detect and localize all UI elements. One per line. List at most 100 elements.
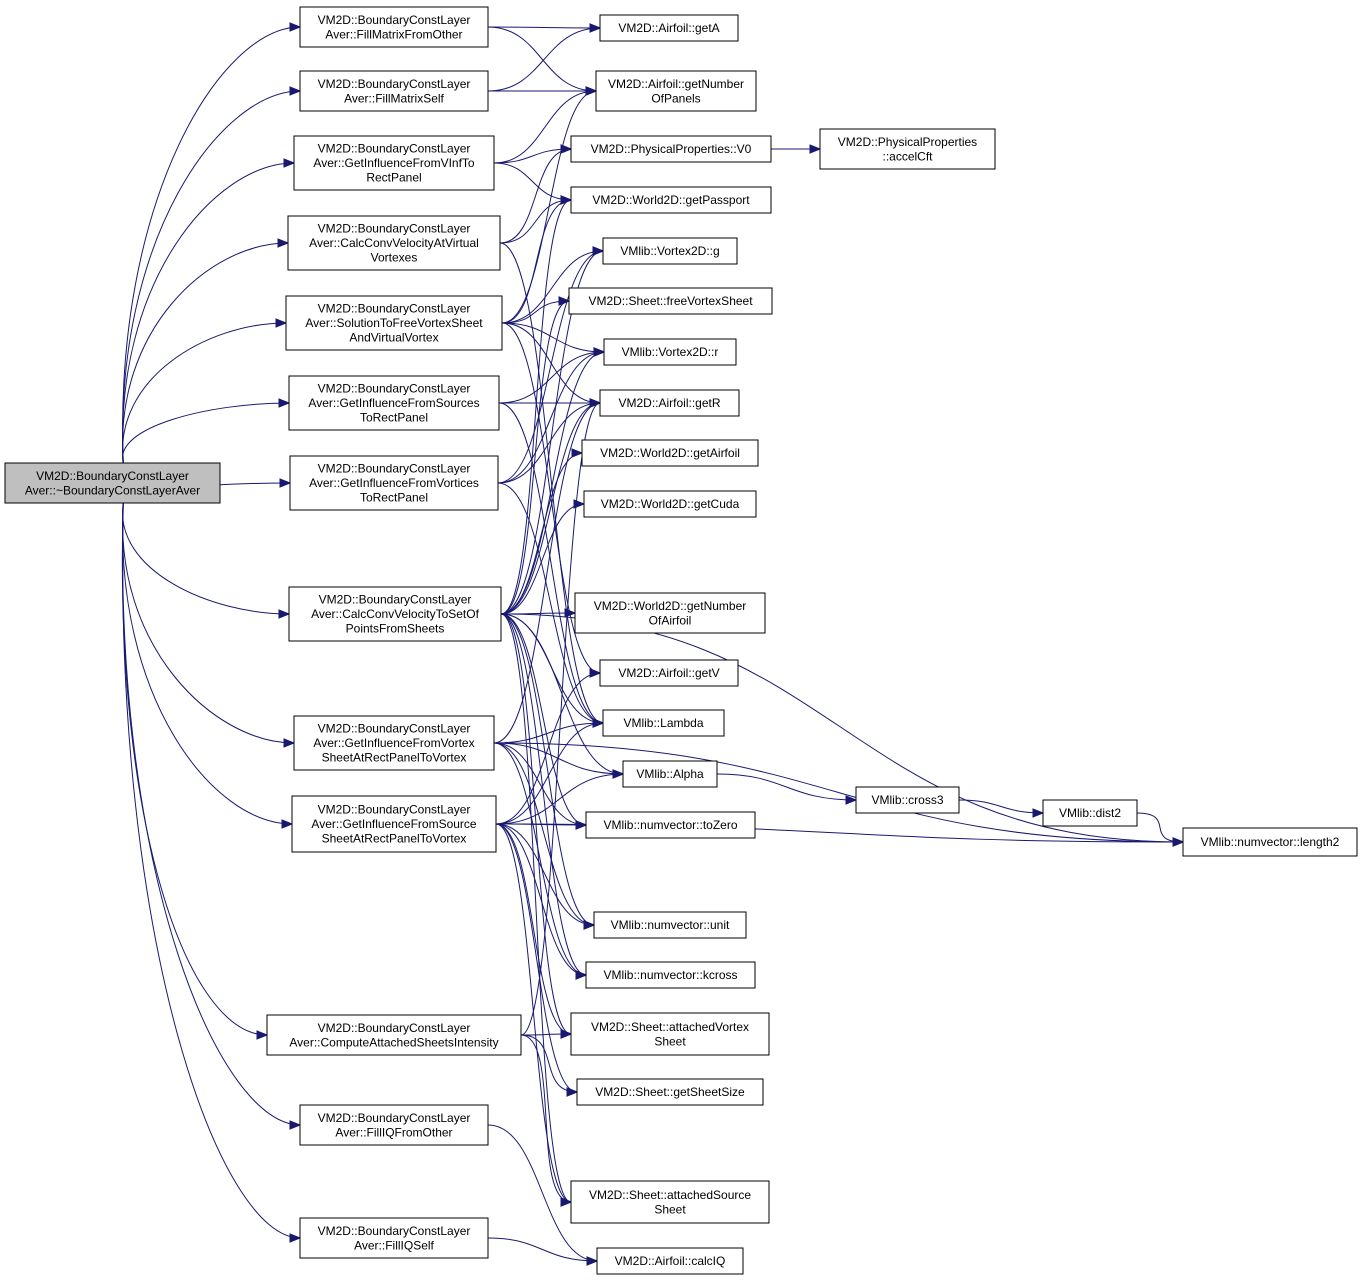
call-edge-getInfluenceFromVortexSheet-to-kcross <box>493 742 587 976</box>
node-box <box>266 1014 522 1056</box>
node-kcross[interactable]: VMlib::numvector::kcross <box>585 961 756 989</box>
call-edge-getInfluenceFromSources-to-lambda <box>498 402 604 724</box>
call-edge-getInfluenceFromVInfToRectPanel-to-airfoilGetNumberOfPanels <box>493 90 597 164</box>
node-box <box>570 135 772 163</box>
node-fillMatrixSelf[interactable]: VM2D::BoundaryConstLayerAver::FillMatrix… <box>299 70 489 112</box>
node-airfoilGetR[interactable]: VM2D::Airfoil::getR <box>599 389 740 417</box>
node-calcConvVelocityToSetOfPoints[interactable]: VM2D::BoundaryConstLayerAver::CalcConvVe… <box>288 586 502 642</box>
call-edge-cross3-to-dist2 <box>958 799 1044 814</box>
arrowhead-icon <box>1172 837 1185 847</box>
node-label-line: VM2D::World2D::getPassport <box>592 193 750 207</box>
arrowhead-icon <box>283 738 296 748</box>
node-box <box>574 592 766 634</box>
node-box <box>285 295 503 351</box>
node-label-line: VM2D::PhysicalProperties::V0 <box>591 142 752 156</box>
node-getInfluenceFromVortexSheet[interactable]: VM2D::BoundaryConstLayerAver::GetInfluen… <box>293 715 495 771</box>
node-worldGetCuda[interactable]: VM2D::World2D::getCuda <box>583 490 757 518</box>
node-airfoilGetA[interactable]: VM2D::Airfoil::getA <box>599 14 739 42</box>
node-label-line: VM2D::Sheet::getSheetSize <box>595 1085 745 1099</box>
node-toZero[interactable]: VMlib::numvector::toZero <box>585 811 756 839</box>
arrowhead-icon <box>560 144 573 154</box>
node-cross3[interactable]: VMlib::cross3 <box>855 786 960 814</box>
node-box <box>599 389 740 417</box>
call-edge-getInfluenceFromVortices-to-lambda <box>497 482 604 724</box>
arrowhead-icon <box>283 158 296 168</box>
node-label-line: VM2D::BoundaryConstLayer <box>318 382 471 396</box>
node-label-line: RectPanel <box>366 171 421 185</box>
node-dist2[interactable]: VMlib::dist2 <box>1042 799 1138 827</box>
node-computeAttachedSheetsIntensity[interactable]: VM2D::BoundaryConstLayerAver::ComputeAtt… <box>266 1014 522 1056</box>
node-label-line: VM2D::Airfoil::getA <box>618 21 719 35</box>
node-lambda[interactable]: VMlib::Lambda <box>602 709 725 737</box>
node-box <box>293 715 495 771</box>
node-box <box>289 455 499 511</box>
node-calcIQ[interactable]: VM2D::Airfoil::calcIQ <box>596 1247 744 1275</box>
node-label-line: VM2D::World2D::getCuda <box>601 497 740 511</box>
node-label-line: VMlib::Vortex2D::g <box>620 244 719 258</box>
node-label-line: VM2D::BoundaryConstLayer <box>318 13 471 27</box>
call-edge-fillIQFromOther-to-calcIQ <box>487 1124 598 1262</box>
arrowhead-icon <box>575 970 588 980</box>
node-vortexR[interactable]: VMlib::Vortex2D::r <box>603 338 737 366</box>
node-label-line: VM2D::BoundaryConstLayer <box>318 722 471 736</box>
node-root[interactable]: VM2D::BoundaryConstLayerAver::~BoundaryC… <box>4 462 221 504</box>
node-sheetFreeVortexSheet[interactable]: VM2D::Sheet::freeVortexSheet <box>568 287 773 315</box>
arrowhead-icon <box>278 398 291 408</box>
node-getInfluenceFromVInfToRectPanel[interactable]: VM2D::BoundaryConstLayerAver::GetInfluen… <box>293 135 495 191</box>
node-fillIQSelf[interactable]: VM2D::BoundaryConstLayerAver::FillIQSelf <box>299 1217 489 1259</box>
node-worldGetPassport[interactable]: VM2D::World2D::getPassport <box>570 186 772 214</box>
node-vortexG[interactable]: VMlib::Vortex2D::g <box>602 237 738 265</box>
node-label-line: VM2D::World2D::getAirfoil <box>600 446 740 460</box>
node-fillMatrixFromOther[interactable]: VM2D::BoundaryConstLayerAver::FillMatrix… <box>299 6 489 48</box>
node-getSheetSize[interactable]: VM2D::Sheet::getSheetSize <box>576 1078 764 1106</box>
node-getInfluenceFromSourceSheet[interactable]: VM2D::BoundaryConstLayerAver::GetInfluen… <box>291 795 497 853</box>
node-solutionToFreeVortexSheet[interactable]: VM2D::BoundaryConstLayerAver::SolutionTo… <box>285 295 503 351</box>
call-edge-root-to-calcConvVelocityAtVirtualVortexes <box>122 242 289 464</box>
node-label-line: VM2D::BoundaryConstLayer <box>36 469 189 483</box>
call-edge-getInfluenceFromSourceSheet-to-attachedVortexSheet <box>495 823 572 1035</box>
call-edge-getInfluenceFromVortexSheet-to-unit <box>493 742 595 926</box>
node-alpha[interactable]: VMlib::Alpha <box>622 760 718 788</box>
node-physPropV0[interactable]: VM2D::PhysicalProperties::V0 <box>570 135 772 163</box>
node-airfoilGetV[interactable]: VM2D::Airfoil::getV <box>599 659 739 687</box>
call-edge-getInfluenceFromVortexSheet-to-airfoilGetR <box>493 402 601 744</box>
node-box <box>599 14 739 42</box>
call-edge-root-to-computeAttachedSheetsIntensity <box>121 502 268 1036</box>
node-getInfluenceFromSources[interactable]: VM2D::BoundaryConstLayerAver::GetInfluen… <box>288 375 500 431</box>
node-box <box>602 237 738 265</box>
node-unit[interactable]: VMlib::numvector::unit <box>593 911 747 939</box>
node-label-line: VM2D::PhysicalProperties <box>838 135 977 149</box>
node-label-line: Aver::GetInfluenceFromSource <box>311 817 477 831</box>
node-label-line: VM2D::BoundaryConstLayer <box>318 142 471 156</box>
node-box <box>855 786 960 814</box>
arrowhead-icon <box>586 1256 599 1266</box>
node-label-line: VM2D::Airfoil::getV <box>618 666 719 680</box>
node-label-line: VMlib::numvector::unit <box>611 918 730 932</box>
call-edge-fillMatrixFromOther-to-airfoilGetNumberOfPanels <box>487 26 597 92</box>
edge-layer <box>121 22 1185 1266</box>
arrowhead-icon <box>571 448 584 458</box>
arrowhead-icon <box>560 195 573 205</box>
node-physPropAccelCft[interactable]: VM2D::PhysicalProperties::accelCft <box>819 128 996 170</box>
node-label-line: ToRectPanel <box>360 411 428 425</box>
call-edge-getInfluenceFromVortices-to-vortexG <box>497 250 604 484</box>
call-edge-fillIQSelf-to-calcIQ <box>487 1237 598 1262</box>
node-length2[interactable]: VMlib::numvector::length2 <box>1182 827 1358 857</box>
node-label-line: VM2D::Airfoil::getR <box>618 396 720 410</box>
node-label-line: VM2D::BoundaryConstLayer <box>318 1224 471 1238</box>
call-edge-calcConvVelocityToSetOfPoints-to-vortexG <box>500 250 604 615</box>
arrowhead-icon <box>589 668 602 678</box>
node-worldGetAirfoil[interactable]: VM2D::World2D::getAirfoil <box>581 439 759 467</box>
node-fillIQFromOther[interactable]: VM2D::BoundaryConstLayerAver::FillIQFrom… <box>299 1104 489 1146</box>
node-getInfluenceFromVortices[interactable]: VM2D::BoundaryConstLayerAver::GetInfluen… <box>289 455 499 511</box>
node-label-line: OfPanels <box>651 91 700 105</box>
call-edge-root-to-getInfluenceFromSources <box>122 402 290 464</box>
node-calcConvVelocityAtVirtualVortexes[interactable]: VM2D::BoundaryConstLayerAver::CalcConvVe… <box>287 215 501 271</box>
call-edge-solutionToFreeVortexSheet-to-sheetFreeVortexSheet <box>501 300 570 324</box>
node-label-line: VM2D::BoundaryConstLayer <box>319 593 472 607</box>
arrowhead-icon <box>256 1030 269 1040</box>
